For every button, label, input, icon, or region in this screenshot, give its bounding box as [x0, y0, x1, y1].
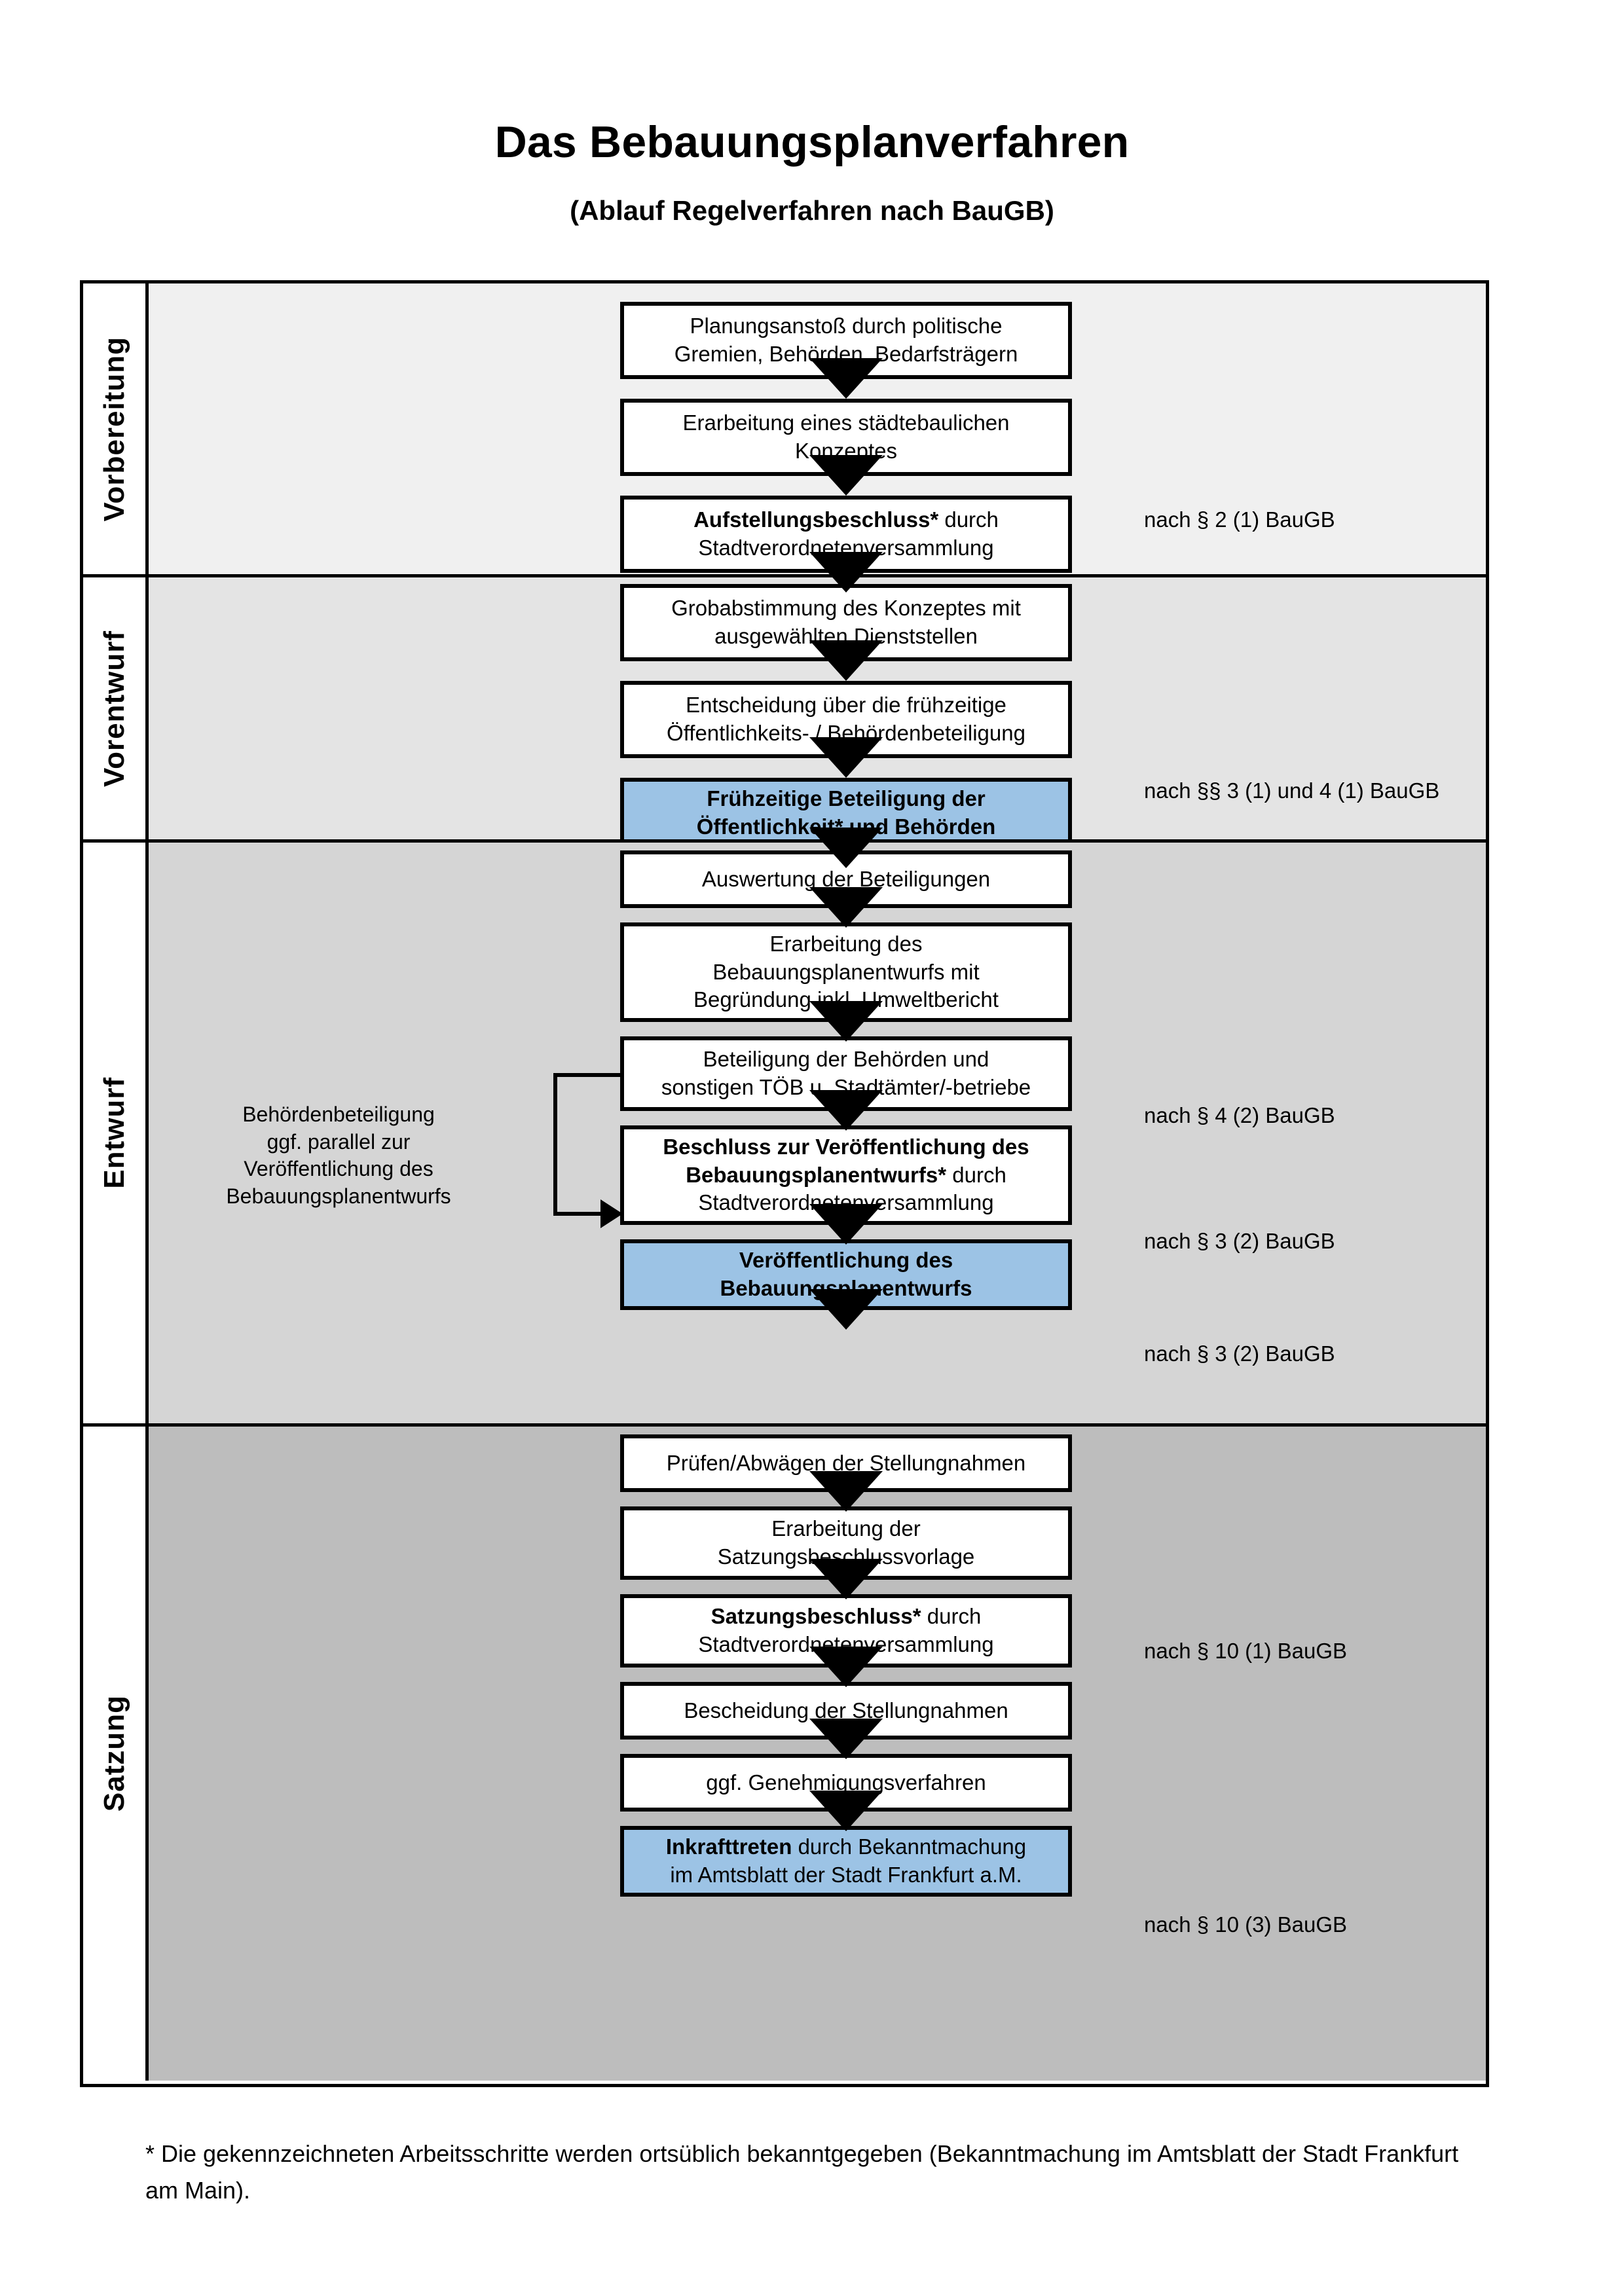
phase-label-vorbereitung: Vorbereitung: [83, 283, 149, 574]
arrow-right-icon: [600, 1199, 623, 1228]
step-line: Grobabstimmung des Konzeptes mit: [671, 596, 1021, 621]
step-entscheidung-fruehzeitige-beteiligung[interactable]: Entscheidung über die frühzeitige Öffent…: [620, 681, 1072, 758]
phase-entwurf: Entwurf Behördenbeteiligung ggf. paralle…: [83, 839, 1486, 1423]
phase-label-text: Vorentwurf: [98, 630, 130, 787]
bracket-top-segment: [553, 1073, 620, 1077]
step-staedtebauliches-konzept[interactable]: Erarbeitung eines städtebaulichen Konzep…: [620, 399, 1072, 476]
arrow-down-icon: [809, 455, 883, 496]
step-line: Bescheidung der Stellungnahmen: [684, 1698, 1008, 1722]
step-line-bold: Inkrafttreten: [665, 1834, 792, 1859]
side-note-line: Behördenbeteiligung: [242, 1102, 435, 1126]
step-line: Auswertung der Beteiligungen: [701, 866, 991, 891]
step-line: Planungsanstoß durch politische: [690, 314, 1003, 338]
arrow-down-icon: [809, 1090, 883, 1131]
parallel-bracket-connector: [553, 1073, 624, 1228]
law-note-7: nach § 10 (3) BauGB: [1144, 1912, 1348, 1937]
law-note-5: nach § 3 (2) BauGB: [1144, 1341, 1335, 1366]
step-line: ggf. Genehmigungsverfahren: [706, 1770, 986, 1795]
arrow-down-icon: [809, 1001, 883, 1042]
flow-column-3: Auswertung der Beteiligungen Erarbeitung…: [620, 850, 1072, 1330]
step-line: Erarbeitung der: [771, 1516, 921, 1541]
phase-body-entwurf: Behördenbeteiligung ggf. parallel zur Ve…: [149, 843, 1486, 1423]
arrow-down-icon: [809, 737, 883, 778]
flow-column-4: Prüfen/Abwägen der Stellungnahmen Erarbe…: [620, 1434, 1072, 1897]
flow-column-1: Planungsanstoß durch politische Gremien,…: [620, 302, 1072, 592]
step-line: durch: [946, 1162, 1006, 1187]
phase-label-text: Satzung: [98, 1695, 130, 1812]
step-line-bold: Satzungsbeschluss*: [710, 1604, 921, 1629]
law-note-4: nach § 3 (2) BauGB: [1144, 1229, 1335, 1253]
arrow-down-icon: [809, 358, 883, 399]
step-line: durch Bekanntmachung: [792, 1834, 1027, 1859]
page-subtitle: (Ablauf Regelverfahren nach BauGB): [570, 194, 1054, 226]
step-veroeffentlichung-entwurf[interactable]: Veröffentlichung des Bebauungsplanentwur…: [620, 1239, 1072, 1310]
step-line: Beteiligung der Behörden und: [703, 1047, 989, 1072]
phase-label-text: Entwurf: [98, 1077, 130, 1189]
phase-body-vorbereitung: Planungsanstoß durch politische Gremien,…: [149, 283, 1486, 592]
law-note-3: nach § 4 (2) BauGB: [1144, 1103, 1335, 1127]
step-line: durch: [921, 1604, 982, 1629]
footnote: * Die gekennzeichneten Arbeitsschritte w…: [145, 2140, 1459, 2204]
arrow-down-icon: [809, 1791, 883, 1831]
flow-column-2: Grobabstimmung des Konzeptes mit ausgewä…: [620, 584, 1072, 868]
step-planungsanstoss[interactable]: Planungsanstoß durch politische Gremien,…: [620, 302, 1072, 379]
side-note-line: Bebauungsplanentwurfs: [226, 1184, 451, 1208]
step-line-bold: Veröffentlichung des: [739, 1248, 953, 1273]
arrow-down-icon: [809, 1289, 883, 1330]
step-inkrafttreten[interactable]: Inkrafttreten durch Bekanntmachung im Am…: [620, 1826, 1072, 1897]
phase-label-text: Vorbereitung: [98, 336, 130, 522]
phase-vorentwurf: Vorentwurf Grobabstimmung des Konzeptes …: [83, 574, 1486, 868]
step-line: im Amtsblatt der Stadt Frankfurt a.M.: [670, 1863, 1022, 1887]
page-title: Das Bebauungsplanverfahren: [494, 117, 1130, 167]
step-line: durch: [938, 507, 999, 532]
arrow-down-icon: [809, 887, 883, 928]
bracket-vertical-segment: [553, 1073, 557, 1216]
process-frame: Vorbereitung Planungsanstoß durch politi…: [80, 280, 1489, 2087]
step-line-bold: Aufstellungsbeschluss*: [693, 507, 939, 532]
phase-label-vorentwurf: Vorentwurf: [83, 577, 149, 839]
phase-satzung: Satzung Prüfen/Abwägen der Stellungnahme…: [83, 1423, 1486, 2081]
step-line-bold: Bebauungsplanentwurfs*: [686, 1162, 947, 1187]
phase-body-vorentwurf: Grobabstimmung des Konzeptes mit ausgewä…: [149, 577, 1486, 868]
step-line: Erarbeitung eines städtebaulichen: [682, 410, 1010, 435]
title-block: Das Bebauungsplanverfahren (Ablauf Regel…: [0, 118, 1624, 226]
arrow-down-icon: [809, 1471, 883, 1512]
arrow-down-icon: [809, 1647, 883, 1687]
bracket-bottom-segment: [553, 1212, 602, 1216]
phase-body-satzung: Prüfen/Abwägen der Stellungnahmen Erarbe…: [149, 1427, 1486, 2081]
step-line: Erarbeitung des: [769, 931, 923, 956]
arrow-down-icon: [809, 1719, 883, 1759]
step-erarbeitung-entwurf[interactable]: Erarbeitung des Bebauungsplanentwurfs mi…: [620, 922, 1072, 1022]
step-line: Prüfen/Abwägen der Stellungnahmen: [666, 1450, 1026, 1475]
phase-vorbereitung: Vorbereitung Planungsanstoß durch politi…: [83, 283, 1486, 592]
phase-label-entwurf: Entwurf: [83, 843, 149, 1423]
arrow-down-icon: [809, 640, 883, 681]
step-line: Bebauungsplanentwurfs mit: [712, 959, 980, 984]
side-note-line: ggf. parallel zur: [267, 1129, 411, 1154]
arrow-down-icon: [809, 552, 883, 592]
phase-label-satzung: Satzung: [83, 1427, 149, 2081]
arrow-down-icon: [809, 1204, 883, 1245]
step-line-bold: Frühzeitige Beteiligung der: [707, 786, 986, 811]
law-note-2: nach §§ 3 (1) und 4 (1) BauGB: [1144, 778, 1440, 803]
arrow-down-icon: [809, 1559, 883, 1599]
law-note-6: nach § 10 (1) BauGB: [1144, 1639, 1348, 1663]
law-note-1: nach § 2 (1) BauGB: [1144, 507, 1335, 532]
step-line-bold: Beschluss zur Veröffentlichung des: [663, 1134, 1029, 1159]
side-note-behoerdenbeteiligung: Behördenbeteiligung ggf. parallel zur Ve…: [175, 1101, 502, 1210]
arrow-down-icon: [809, 828, 883, 868]
side-note-line: Veröffentlichung des: [244, 1157, 434, 1181]
step-line: Entscheidung über die frühzeitige: [686, 693, 1006, 718]
